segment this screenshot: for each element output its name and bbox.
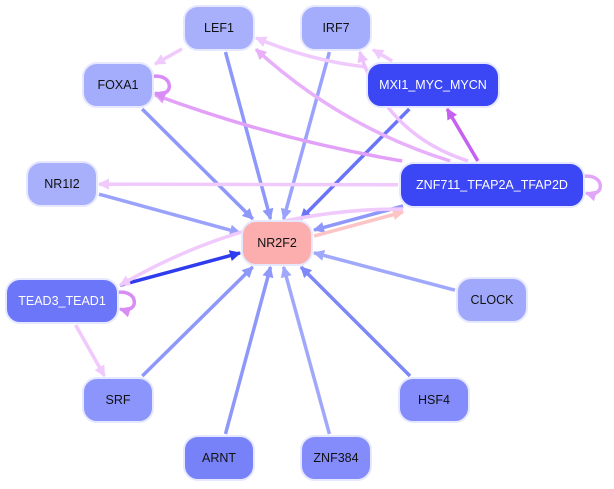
node-arnt[interactable]: ARNT [183, 435, 255, 481]
node-mxi1-myc-mycn[interactable]: MXI1_MYC_MYCN [366, 62, 500, 108]
edge-hsf4-to-nr2f2 [299, 265, 412, 378]
node-nr2f2[interactable]: NR2F2 [241, 220, 313, 266]
edge-mxi1-myc-mycn-to-irf7 [372, 48, 394, 63]
edge-arnt-to-nr2f2 [223, 265, 274, 435]
edge-irf7-to-nr2f2 [280, 51, 332, 221]
edge-znf384-to-nr2f2 [280, 265, 332, 435]
node-label: ZNF711_TFAP2A_TFAP2D [416, 178, 568, 192]
node-box[interactable] [82, 62, 154, 108]
edge-foxa1-to-foxa1 [148, 74, 172, 102]
edge-foxa1-to-nr2f2 [140, 107, 255, 221]
edge-nr1i2-to-nr2f2 [98, 192, 242, 236]
node-box[interactable] [241, 220, 313, 266]
edge-mxi1-myc-mycn-to-lef1 [254, 36, 366, 69]
node-label: ARNT [202, 451, 236, 465]
node-label: NR2F2 [257, 236, 297, 250]
node-label: FOXA1 [98, 78, 139, 92]
node-label: CLOCK [470, 293, 514, 307]
node-label: SRF [106, 393, 131, 407]
edge-znf711-tfap2a-tfap2d-to-znf711-tfap2a-tfap2d [579, 174, 603, 202]
node-foxa1[interactable]: FOXA1 [82, 62, 154, 108]
edges-layer [74, 36, 603, 435]
node-label: MXI1_MYC_MYCN [379, 78, 487, 92]
edge-nr2f2-to-znf711-tfap2a-tfap2d [313, 209, 405, 238]
node-box[interactable] [398, 377, 470, 423]
node-nr1i2[interactable]: NR1I2 [26, 161, 98, 207]
node-znf384[interactable]: ZNF384 [300, 435, 372, 481]
edge-znf711-tfap2a-tfap2d-to-nr1i2 [97, 178, 399, 190]
edge-tead3-tead1-to-nr2f2 [119, 250, 242, 288]
node-label: HSF4 [418, 393, 450, 407]
node-lef1[interactable]: LEF1 [183, 5, 255, 51]
edge-znf711-tfap2a-tfap2d-to-mxi1-myc-mycn [445, 108, 480, 162]
node-box[interactable] [399, 162, 585, 208]
edge-tead3-tead1-to-srf [74, 324, 106, 377]
node-box[interactable] [300, 435, 372, 481]
node-box[interactable] [183, 5, 255, 51]
node-label: IRF7 [322, 21, 349, 35]
node-box[interactable] [82, 377, 154, 423]
edge-lef1-to-foxa1 [154, 47, 183, 66]
node-box[interactable] [26, 161, 98, 207]
edge-znf711-tfap2a-tfap2d-to-foxa1 [153, 93, 403, 163]
node-box[interactable] [456, 277, 528, 323]
node-box[interactable] [5, 278, 119, 324]
edge-lef1-to-nr2f2 [223, 51, 274, 221]
node-label: ZNF384 [313, 451, 358, 465]
edge-tead3-tead1-to-tead3-tead1 [113, 290, 137, 318]
edge-srf-to-nr2f2 [141, 265, 254, 378]
edge-mxi1-myc-mycn-to-nr2f2 [299, 107, 411, 221]
node-box[interactable] [366, 62, 500, 108]
node-label: LEF1 [204, 21, 234, 35]
node-tead3-tead1[interactable]: TEAD3_TEAD1 [5, 278, 119, 324]
edge-znf711-tfap2a-tfap2d-to-lef1 [254, 47, 451, 163]
node-irf7[interactable]: IRF7 [300, 5, 372, 51]
node-hsf4[interactable]: HSF4 [398, 377, 470, 423]
node-label: NR1I2 [44, 177, 79, 191]
node-box[interactable] [183, 435, 255, 481]
edge-clock-to-nr2f2 [312, 249, 456, 292]
edge-znf711-tfap2a-tfap2d-to-irf7 [357, 50, 469, 163]
node-znf711-tfap2a-tfap2d[interactable]: ZNF711_TFAP2A_TFAP2D [399, 162, 585, 208]
node-label: TEAD3_TEAD1 [18, 294, 106, 308]
node-clock[interactable]: CLOCK [456, 277, 528, 323]
node-box[interactable] [300, 5, 372, 51]
node-srf[interactable]: SRF [82, 377, 154, 423]
